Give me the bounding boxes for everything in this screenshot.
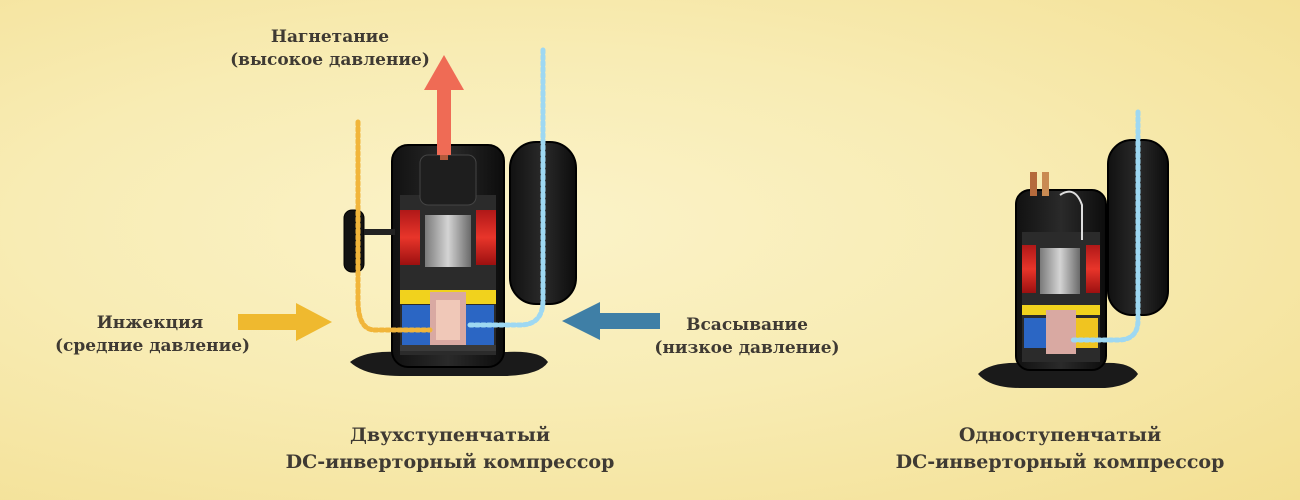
single-stage-compressor	[978, 109, 1169, 388]
suction-line	[467, 47, 546, 328]
injection-label: Инжекция (средние давление)	[55, 312, 251, 358]
two-stage-compressor	[343, 47, 577, 376]
suction-label-line1: Всасывание	[686, 315, 808, 335]
single-suction-line	[1069, 109, 1141, 343]
suction-arrow	[562, 302, 660, 340]
single-stage-title-line1: Одноступенчатый	[958, 424, 1162, 446]
two-stage-title-line2: DC-инверторный компрессор	[285, 451, 615, 473]
injection-label-line2: (средние давление)	[55, 336, 251, 356]
two-stage-title: Двухступенчатый DC-инверторный компрессо…	[270, 422, 630, 476]
injection-arrow	[238, 303, 332, 341]
single-stage-title: Одноступенчатый DC-инверторный компрессо…	[880, 422, 1240, 476]
discharge-label: Нагнетание (высокое давление)	[225, 26, 435, 72]
discharge-label-line2: (высокое давление)	[230, 50, 430, 70]
discharge-label-line1: Нагнетание	[270, 27, 390, 47]
two-stage-title-line1: Двухступенчатый	[349, 424, 551, 446]
injection-line	[355, 119, 433, 333]
suction-label: Всасывание (низкое давление)	[652, 314, 842, 360]
injection-label-line1: Инжекция	[96, 313, 204, 333]
discharge-arrow	[424, 55, 464, 155]
single-stage-title-line2: DC-инверторный компрессор	[895, 451, 1225, 473]
suction-label-line2: (низкое давление)	[654, 338, 840, 358]
